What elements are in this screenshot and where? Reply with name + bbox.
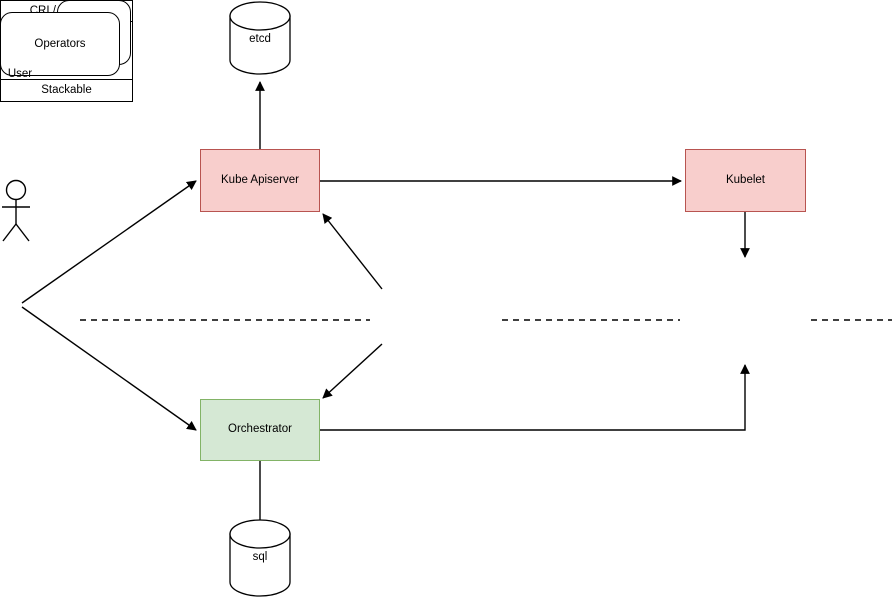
- node-sql[interactable]: sql: [229, 519, 291, 597]
- node-agents-stackable-label: Stackable: [41, 83, 92, 96]
- node-kubelet-label: Kubelet: [725, 173, 765, 186]
- node-user[interactable]: User: [0, 68, 40, 264]
- node-kube-apiserver[interactable]: Kube Apiserver: [200, 149, 320, 212]
- cylinder-shape: [229, 519, 291, 597]
- node-operators[interactable]: Operators: [0, 0, 132, 179]
- edge-user-to-orchestrator: [21, 306, 197, 431]
- node-agents-stackable-row[interactable]: Stackable: [1, 79, 132, 99]
- node-etcd-label: etcd: [249, 33, 271, 45]
- node-kube-apiserver-label: Kube Apiserver: [221, 173, 299, 186]
- cylinder-shape: [229, 1, 291, 75]
- edge-operators-to-kube-apiserver: [322, 213, 383, 290]
- node-user-label: User: [7, 68, 33, 80]
- edge-operators-to-orchestrator: [322, 343, 383, 399]
- edge-orchestrator-to-agents: [320, 364, 750, 431]
- actor-icon: [2, 179, 30, 242]
- node-orchestrator[interactable]: Orchestrator: [200, 399, 320, 461]
- node-operators-front-layer[interactable]: Operators: [0, 12, 120, 76]
- node-operators-label: Operators: [34, 38, 86, 50]
- node-orchestrator-label: Orchestrator: [228, 423, 292, 436]
- node-sql-label: sql: [252, 551, 268, 563]
- node-etcd[interactable]: etcd: [229, 1, 291, 75]
- edge-user-to-kube-apiserver: [21, 180, 197, 304]
- node-kubelet[interactable]: Kubelet: [685, 149, 806, 212]
